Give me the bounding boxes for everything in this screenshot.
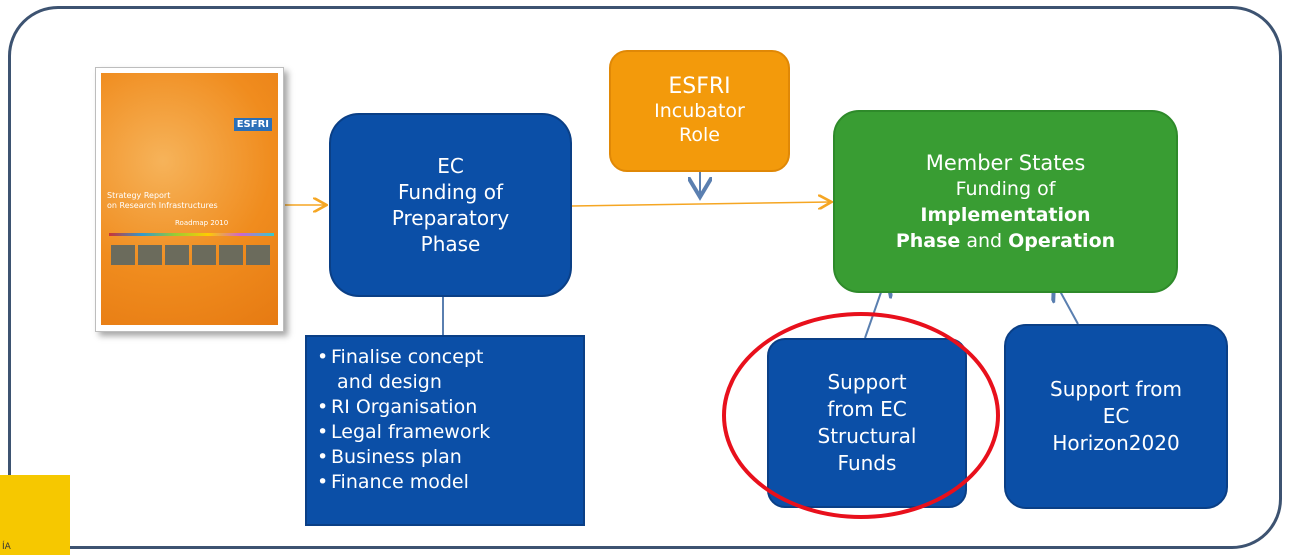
ms-line3: Implementation bbox=[920, 203, 1091, 226]
list-item: •Finalise concept bbox=[317, 346, 484, 368]
esfri-line3: Role bbox=[679, 124, 720, 146]
corner-text: ÍA bbox=[2, 542, 11, 552]
ec-line1: EC bbox=[437, 154, 464, 178]
list-item: •Business plan bbox=[317, 446, 462, 468]
esfri-line1: ESFRI bbox=[668, 74, 731, 99]
report-cover-image: ESFRI Strategy Report on Research Infras… bbox=[101, 73, 278, 325]
h2020-line3: Horizon2020 bbox=[1052, 431, 1180, 455]
esfri-line2: Incubator bbox=[654, 100, 745, 122]
report-logo: ESFRI bbox=[233, 118, 272, 131]
list-item: and design bbox=[337, 371, 442, 393]
list-item: •Legal framework bbox=[317, 421, 491, 443]
ec-funding-box: EC Funding of Preparatory Phase bbox=[329, 113, 572, 297]
report-subtitle: Roadmap 2010 bbox=[175, 219, 229, 227]
report-title: Strategy Report on Research Infrastructu… bbox=[107, 191, 218, 210]
esfri-incubator-box: ESFRI Incubator Role bbox=[609, 50, 790, 172]
ec-line3: Preparatory bbox=[391, 206, 510, 230]
h2020-line2: EC bbox=[1102, 404, 1130, 428]
horizon2020-box: Support from EC Horizon2020 bbox=[1004, 324, 1228, 509]
h2020-line1: Support from bbox=[1050, 377, 1182, 401]
list-item: •Finance model bbox=[317, 471, 469, 493]
report-image-strip bbox=[111, 245, 270, 265]
yellow-corner-decoration bbox=[0, 475, 70, 555]
highlight-ellipse bbox=[722, 312, 1000, 519]
ec-line4: Phase bbox=[420, 232, 481, 256]
list-item: •RI Organisation bbox=[317, 396, 478, 418]
preparatory-tasks-list: •Finalise concept and design •RI Organis… bbox=[305, 335, 585, 526]
ms-line2: Funding of bbox=[955, 177, 1056, 200]
ms-line4: Phase and Operation bbox=[895, 229, 1116, 252]
ms-line1: Member States bbox=[925, 150, 1086, 175]
diagram-frame bbox=[8, 6, 1282, 549]
arrow-ec-to-member-states bbox=[571, 202, 830, 206]
ec-line2: Funding of bbox=[397, 180, 504, 204]
strategy-report-cover: ESFRI Strategy Report on Research Infras… bbox=[95, 67, 284, 332]
report-color-strip bbox=[109, 233, 274, 236]
member-states-box: Member States Funding of Implementation … bbox=[833, 110, 1178, 293]
